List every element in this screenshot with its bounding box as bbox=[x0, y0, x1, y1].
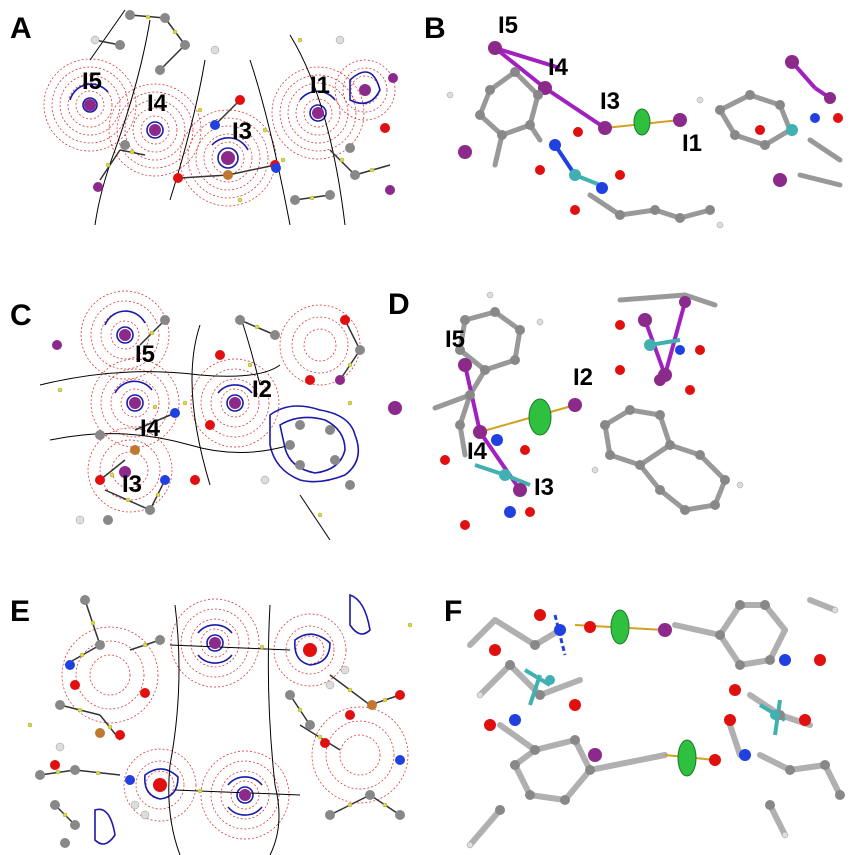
panel-e-letter: E bbox=[10, 595, 31, 628]
panel-d-halogen-bond bbox=[479, 404, 576, 433]
panel-b-i-i-bonds bbox=[493, 46, 832, 130]
panel-a-contour-map: A I5 I4 I3 I1 bbox=[0, 0, 410, 225]
label-i5: I5 bbox=[498, 12, 519, 39]
panel-b-molecule: B I5 I4 I3 I1 bbox=[420, 0, 852, 250]
panel-c-blue-contours bbox=[104, 310, 360, 483]
panel-a-letter: A bbox=[10, 12, 32, 45]
panel-a-blue-contours bbox=[69, 71, 381, 169]
panel-c-atoms bbox=[52, 315, 365, 525]
panel-b-nci-surface bbox=[633, 108, 651, 136]
label-i3: I3 bbox=[600, 88, 621, 115]
panel-a-svg bbox=[43, 9, 398, 225]
panel-b-n-bond bbox=[553, 143, 577, 177]
panel-d-bonds bbox=[432, 292, 728, 513]
panel-f-nci-surface-top bbox=[610, 609, 630, 645]
panel-f-molecule: F bbox=[440, 585, 852, 855]
label-i1: I1 bbox=[310, 72, 331, 99]
label-i2: I2 bbox=[252, 376, 273, 403]
label-i4: I4 bbox=[548, 54, 569, 81]
panel-f-bonds bbox=[467, 597, 843, 848]
panel-d-i-i-bonds bbox=[463, 301, 687, 492]
panel-e-svg bbox=[27, 593, 413, 855]
label-i1: I1 bbox=[682, 130, 703, 157]
panel-e-atoms bbox=[35, 595, 405, 848]
panel-f-letter: F bbox=[444, 595, 463, 628]
panel-e-contours bbox=[61, 598, 409, 840]
panel-e-blue-contours bbox=[94, 593, 371, 845]
panel-a-contours bbox=[43, 58, 396, 207]
label-i4: I4 bbox=[140, 415, 161, 442]
panel-c-svg bbox=[39, 290, 365, 540]
panel-d-molecule: D I5 I2 I4 I3 bbox=[380, 280, 852, 550]
label-i4: I4 bbox=[467, 438, 488, 465]
label-i5: I5 bbox=[82, 68, 103, 95]
panel-f-cu-bonds bbox=[523, 668, 787, 736]
panel-f-atoms bbox=[466, 600, 845, 849]
panel-d-nci-surface bbox=[528, 398, 552, 436]
label-i4: I4 bbox=[147, 90, 168, 117]
panel-a-zero-flux-lines bbox=[89, 9, 346, 225]
panel-c-bcps bbox=[57, 324, 353, 518]
label-i3: I3 bbox=[232, 118, 253, 145]
panel-c-letter: C bbox=[10, 299, 32, 332]
panel-f-nci-surface-bottom bbox=[677, 739, 697, 777]
label-i3: I3 bbox=[122, 471, 143, 498]
panel-d-svg bbox=[388, 291, 744, 530]
panel-b-letter: B bbox=[424, 12, 446, 45]
panel-b-atoms bbox=[446, 41, 843, 229]
panel-d-letter: D bbox=[388, 288, 410, 321]
panel-c-contour-map: C I5 I2 I4 I3 bbox=[0, 285, 400, 540]
label-i5: I5 bbox=[445, 326, 466, 353]
label-i2: I2 bbox=[573, 364, 594, 391]
panel-e-zero-flux-lines bbox=[168, 604, 301, 855]
panel-e-bcps bbox=[27, 620, 413, 818]
panel-e-contour-map: E bbox=[0, 585, 430, 855]
panel-b-svg bbox=[446, 41, 843, 229]
panel-d-atoms bbox=[388, 291, 744, 530]
label-i3: I3 bbox=[534, 474, 555, 501]
panel-a-bcps bbox=[105, 14, 375, 203]
label-i5: I5 bbox=[135, 341, 156, 368]
panel-c-zero-flux-lines bbox=[39, 314, 331, 540]
panel-a-bonds bbox=[94, 14, 391, 201]
panel-f-svg bbox=[466, 597, 845, 849]
panel-a-atoms bbox=[84, 10, 398, 205]
